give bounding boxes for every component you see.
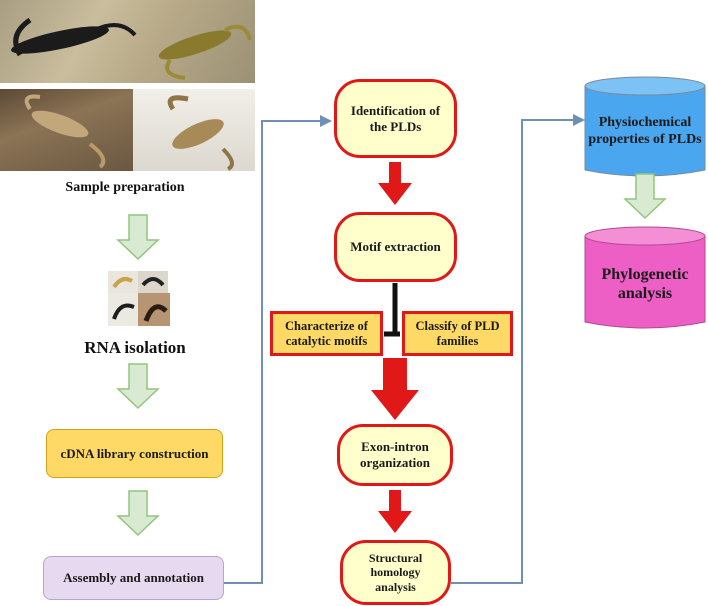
motif-extraction-box: Motif extraction [334, 212, 457, 282]
cdna-library-box: cDNA library construction [46, 429, 223, 478]
assembly-annotation-box: Assembly and annotation [43, 556, 224, 600]
phylogenetic-label: Phylogenetic analysis [601, 265, 689, 302]
motif-branch-connector [384, 283, 400, 337]
green-arrow-2 [116, 363, 160, 410]
connector-arrowhead-1 [320, 115, 332, 127]
dissection-photo-4 [138, 293, 170, 326]
structural-homology-box: Structural homology analysis [340, 540, 451, 605]
connector-assembly-to-identification [224, 120, 322, 584]
classify-box: Classify of PLD families [402, 311, 513, 356]
rna-isolation-label: RNA isolation [84, 338, 186, 357]
green-arrow-4 [623, 173, 667, 220]
dissection-photo-1 [108, 271, 138, 293]
scorpion-photo-top [0, 0, 255, 83]
red-arrow-2 [371, 358, 419, 420]
scorpion-photo-top-drawing [11, 17, 252, 80]
dissection-photo-3 [108, 293, 138, 326]
scorpion-photo-bottom-left-drawing [24, 94, 106, 169]
identification-box: Identification of the PLDs [334, 79, 457, 158]
physiochemical-label: Physiochemical properties of PLDs [588, 115, 702, 147]
dissection-photo-2 [138, 271, 168, 293]
red-arrow-3 [378, 490, 412, 533]
physiochemical-cylinder [584, 76, 706, 177]
connector-arrowhead-2 [573, 114, 585, 126]
green-arrow-3 [116, 490, 160, 537]
scorpion-photo-bottom-right-drawing [167, 95, 234, 171]
characterize-box: Characterize of catalytic motifs [270, 311, 383, 356]
connector-structural-to-physiochemical [451, 119, 575, 584]
green-arrow-1 [116, 214, 160, 261]
red-arrow-1 [378, 162, 412, 205]
exon-intron-box: Exon-intron organization [337, 424, 453, 486]
phylogenetic-cylinder [584, 226, 706, 329]
sample-preparation-label: Sample preparation [65, 180, 185, 195]
scorpion-photo-bottom-left [0, 89, 133, 171]
scorpion-photo-bottom-right [133, 89, 255, 171]
